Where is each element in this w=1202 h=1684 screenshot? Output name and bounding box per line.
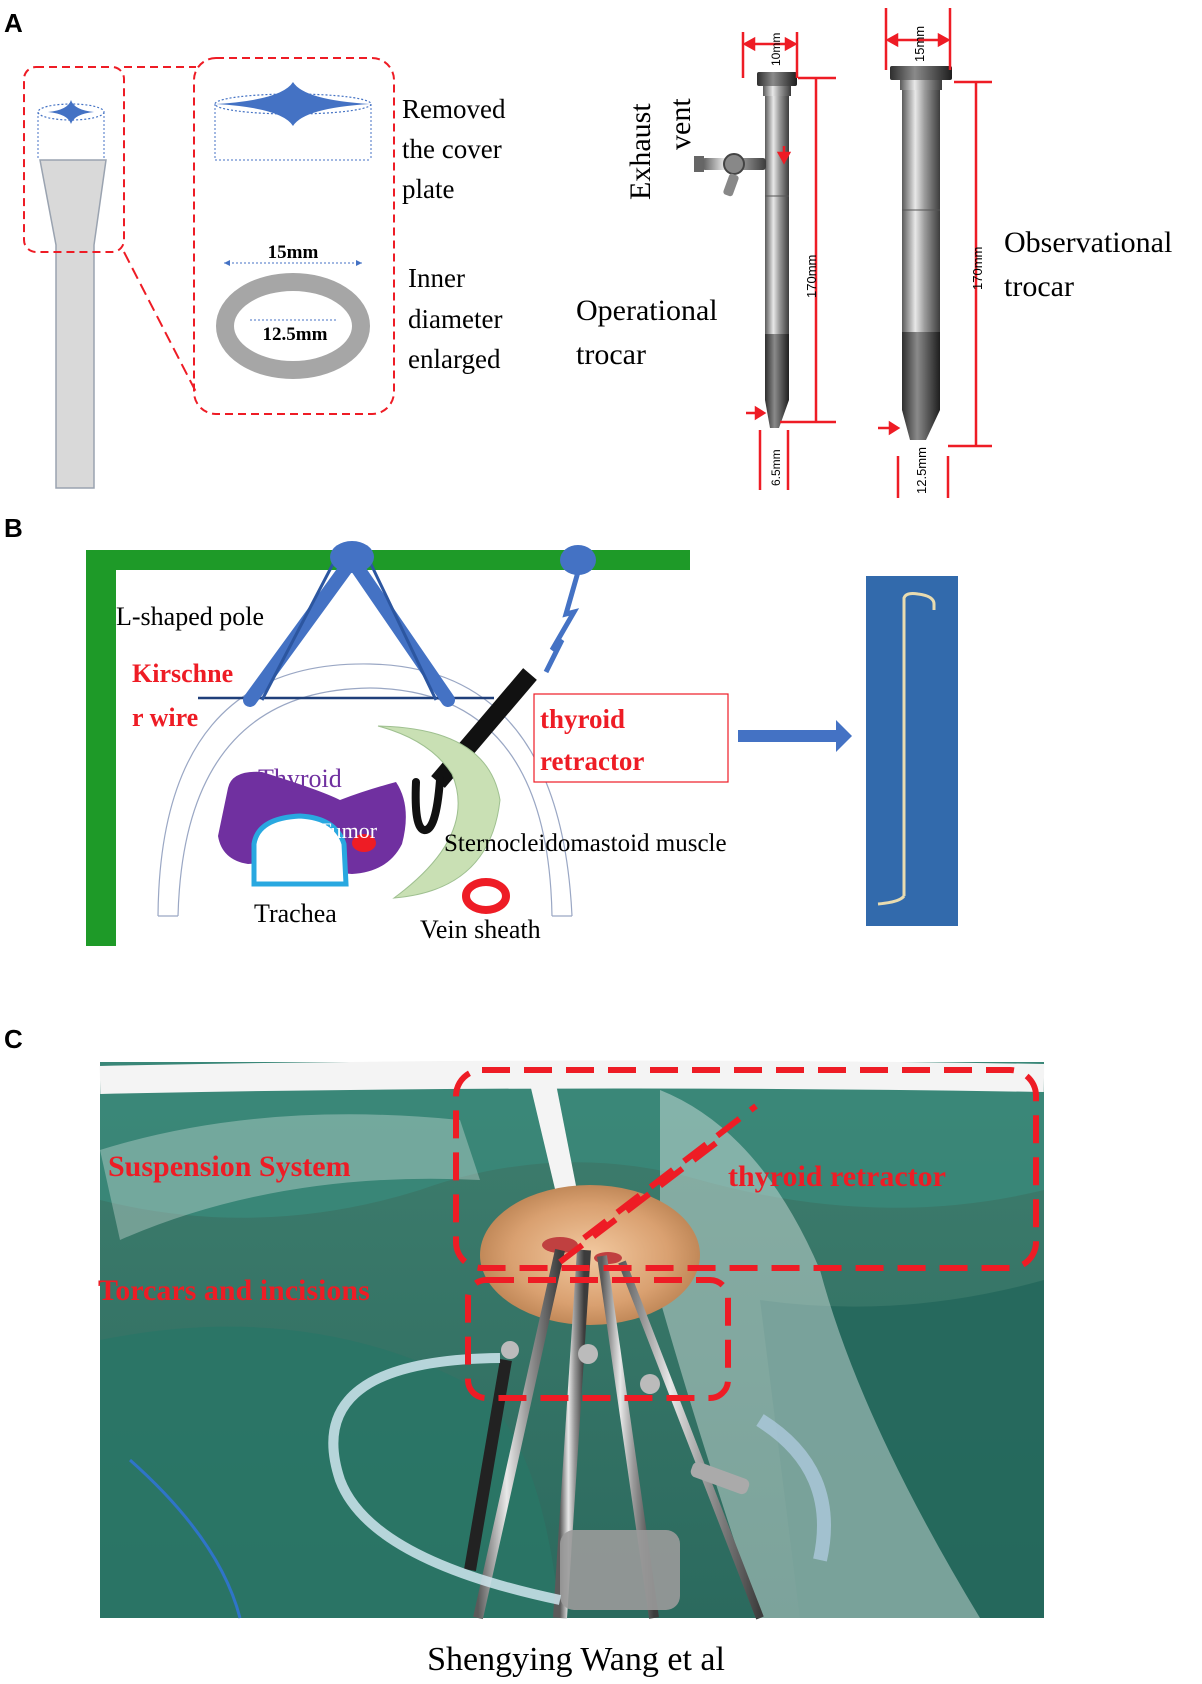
zoom-box-large: [193, 57, 395, 415]
op-tip-dim: 6.5mm: [769, 449, 783, 486]
retractor-line-1: thyroid: [540, 704, 625, 734]
panel-label-b: B: [4, 513, 23, 543]
retractor-photo-label: thyroid retractor: [728, 1160, 946, 1193]
cover-star-large: [216, 82, 370, 126]
l-pole-vertical: [86, 550, 116, 946]
suspension-bar: [99, 1060, 1045, 1094]
suspension-label: Suspension System: [108, 1150, 351, 1183]
observational-trocar-image: [890, 66, 952, 440]
removed-cover-label: Removed the cover plate: [402, 94, 506, 204]
retractor-line-2: retractor: [540, 746, 644, 776]
outer-dim-label: 15mm: [268, 242, 319, 263]
observational-line-1: Observational: [1004, 226, 1172, 259]
retractor-label-box: [533, 693, 729, 783]
operational-line-1: Operational: [576, 294, 718, 327]
inner-dim-label: 12.5mm: [263, 324, 328, 345]
cover-star-small: [48, 100, 94, 124]
exhaust-line-1: Exhaust: [624, 103, 657, 200]
exhaust-line-2: vent: [664, 98, 697, 150]
obs-top-dim: 15mm: [912, 26, 927, 62]
scm-shape: [377, 725, 501, 899]
removed-line-1: Removed: [402, 94, 506, 124]
zoom-box-small: [23, 66, 125, 253]
vein-sheath-label: Vein sheath: [420, 915, 541, 944]
kirschner-line-2: r wire: [132, 703, 198, 732]
inner-diameter-label: Inner diameter enlarged: [408, 263, 502, 374]
l-pole-horizontal: [86, 550, 690, 570]
pole-pulley-right: [560, 545, 596, 575]
operational-line-2: trocar: [576, 338, 646, 371]
vein-sheath-ring: [462, 878, 510, 914]
inner-ring: [216, 273, 370, 379]
trocars-label: Torcars and incisions: [98, 1274, 370, 1307]
observational-line-2: trocar: [1004, 270, 1074, 303]
inner-line-1: Inner: [408, 263, 465, 293]
credit-line: Shengying Wang et al: [427, 1641, 725, 1678]
trachea-label: Trachea: [254, 899, 337, 928]
exhaust-vent-label: Exhaust vent: [624, 98, 697, 200]
panel-a-schematic: [23, 57, 395, 489]
panel-label-c: C: [4, 1024, 23, 1054]
trocar-outline: [39, 159, 107, 489]
scm-label: Sternocleidomastoid muscle: [444, 830, 727, 857]
removed-line-2: the cover: [402, 134, 502, 164]
tumor-shape: [352, 834, 376, 852]
panel-label-a: A: [4, 8, 23, 38]
trocar-box: [465, 1277, 731, 1401]
trachea-shape: [251, 813, 349, 887]
removed-line-3: plate: [402, 174, 454, 204]
op-len-dim: 170mm: [804, 255, 819, 298]
neck-arc-inner: [177, 687, 553, 917]
tumor-label: Tumor: [318, 818, 378, 843]
observational-dimensions: [878, 8, 992, 498]
obs-tip-dim: 12.5mm: [914, 447, 929, 494]
thyroid-label: Thyroid: [258, 764, 342, 793]
inner-line-2: diameter: [408, 304, 502, 334]
operational-trocar-image: [694, 72, 797, 428]
arrow-to-photo: [738, 720, 852, 752]
kirschner-line-1: Kirschne: [132, 659, 233, 688]
inner-line-3: enlarged: [408, 344, 501, 374]
l-pole-label: L-shaped pole: [116, 602, 264, 631]
suspension-box: [453, 1067, 1039, 1271]
retractor-hook: [411, 776, 444, 834]
panel-c-photo: [99, 1060, 1045, 1620]
pole-pulley-left: [330, 541, 374, 573]
obs-len-dim: 170mm: [970, 247, 985, 290]
op-top-dim: 10mm: [769, 33, 783, 66]
operational-dimensions: [741, 32, 836, 490]
panel-b-schematic: [86, 541, 958, 946]
